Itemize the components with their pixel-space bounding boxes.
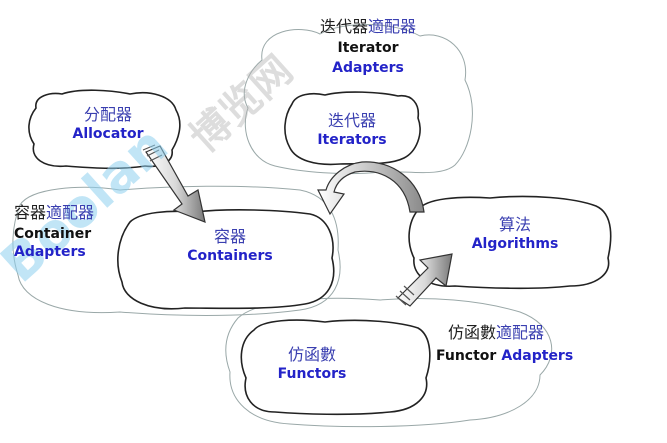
iterator-adapters-zh-a: 迭代器 <box>319 17 368 36</box>
functors-to-algorithms-arrow <box>395 253 453 307</box>
container-adapters-zh-a: 容器 <box>14 203 47 222</box>
functor-adapters-zh-a: 仿函數 <box>448 323 497 342</box>
container-adapters-en-a: Container <box>14 226 92 243</box>
container-adapters-label: 容器適配器 Container Adapters <box>14 203 95 261</box>
algorithms-en: Algorithms <box>471 236 559 253</box>
iterator-adapters-zh-b: 適配器 <box>368 17 417 36</box>
iterator-adapters-cloud <box>243 23 473 175</box>
algorithms-zh: 算法 <box>498 215 531 234</box>
allocator-label: 分配器 Allocator <box>58 105 158 143</box>
functor-adapters-cloud <box>225 297 553 428</box>
container-adapters-cloud <box>12 185 341 316</box>
allocator-zh: 分配器 <box>83 105 132 124</box>
containers-cloud <box>117 209 335 310</box>
containers-en: Containers <box>187 248 273 265</box>
container-adapters-en-b: Adapters <box>14 244 86 261</box>
algorithms-cloud <box>408 195 612 290</box>
functors-cloud <box>240 319 431 416</box>
iterators-zh: 迭代器 <box>327 111 376 130</box>
containers-zh: 容器 <box>213 227 246 246</box>
containers-label: 容器 Containers <box>180 227 280 265</box>
iterator-loop-arrow <box>317 161 425 216</box>
functor-adapters-en-a: Functor <box>436 348 497 365</box>
functors-label: 仿函數 Functors <box>262 345 362 383</box>
functor-adapters-label: 仿函數適配器 Functor Adapters <box>436 323 574 365</box>
algorithms-label: 算法 Algorithms <box>460 215 570 253</box>
functors-en: Functors <box>277 366 347 383</box>
iterator-adapters-en-a: Iterator <box>337 40 399 57</box>
functors-zh: 仿函數 <box>287 345 336 364</box>
allocator-cloud <box>28 89 181 170</box>
container-adapters-zh-b: 適配器 <box>46 203 95 222</box>
functor-adapters-en-b: Adapters <box>501 348 574 365</box>
functor-adapters-zh-b: 適配器 <box>496 323 545 342</box>
iterators-cloud <box>284 91 421 166</box>
iterators-en: Iterators <box>317 132 387 149</box>
allocator-en: Allocator <box>72 126 144 143</box>
iterator-adapters-en-b: Adapters <box>332 60 404 77</box>
iterator-adapters-label: 迭代器適配器 Iterator Adapters <box>308 17 428 77</box>
iterators-label: 迭代器 Iterators <box>302 111 402 149</box>
allocator-to-containers-arrow <box>142 144 206 223</box>
